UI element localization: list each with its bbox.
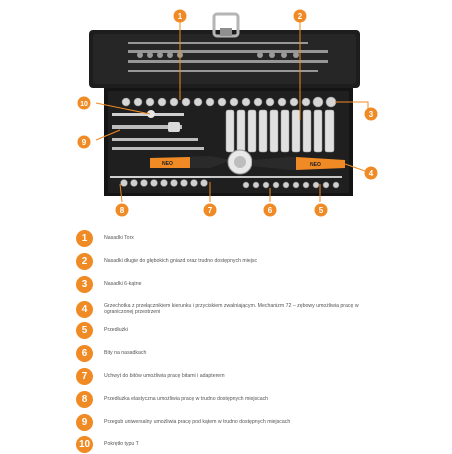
- legend-text: Nasadki Torx: [104, 234, 134, 241]
- callout-10-label: 10: [80, 101, 88, 108]
- callout-6: [263, 203, 277, 217]
- legend: 1 Nasadki Torx 2 Nasadki długie do głębo…: [0, 228, 452, 454]
- callout-9: [77, 135, 91, 149]
- legend-item-9: 9 Przegub uniwersalny umożliwia pracę po…: [76, 412, 446, 432]
- callout-7-label: 7: [208, 206, 213, 215]
- legend-item-1: 1 Nasadki Torx: [76, 228, 446, 248]
- legend-item-2: 2 Nasadki długie do głębokich gniazd ora…: [76, 251, 446, 271]
- callout-7: [203, 203, 217, 217]
- legend-item-10: 10 Pokrętło typu T: [76, 434, 446, 454]
- legend-text: Przedłużka elastyczna umożliwia pracę w …: [104, 395, 269, 402]
- callout-lines: [95, 22, 369, 203]
- callout-5-label: 5: [319, 206, 324, 215]
- legend-number: 5: [76, 321, 93, 339]
- callout-6-label: 6: [268, 206, 273, 215]
- legend-text: Nasadki 6-kątne: [104, 280, 142, 287]
- callout-3: [364, 107, 378, 121]
- legend-text: Uchwyt do bitów umożliwia pracę bitami i…: [104, 372, 225, 379]
- product-image: NEO NEO 1 2 3: [77, 9, 378, 217]
- legend-number: 7: [76, 367, 93, 385]
- legend-number: 8: [76, 390, 93, 408]
- legend-text: Bity na nasadkach: [104, 349, 147, 356]
- legend-number: 10: [76, 435, 93, 453]
- legend-text: Grzechotka z przełącznikiem kierunku i p…: [104, 302, 359, 315]
- callout-1: [173, 9, 187, 23]
- legend-text: Przegub uniwersalny umożliwia pracę pod …: [104, 418, 291, 425]
- ratchet: [150, 149, 345, 175]
- callout-4: [364, 166, 378, 180]
- callout-8-label: 8: [120, 206, 125, 215]
- callout-2: [293, 9, 307, 23]
- legend-item-7: 7 Uchwyt do bitów umożliwia pracę bitami…: [76, 366, 446, 386]
- legend-item-5: 5 Przedłużki: [76, 320, 446, 340]
- callout-10: [77, 96, 91, 110]
- callout-4-label: 4: [369, 169, 374, 178]
- legend-number: 9: [76, 413, 93, 431]
- legend-text: Nasadki długie do głębokich gniazd oraz …: [104, 257, 258, 264]
- legend-text: Przedłużki: [104, 326, 128, 333]
- callout-5: [314, 203, 328, 217]
- handle-mark-left: NEO: [162, 161, 173, 167]
- legend-number: 3: [76, 275, 93, 293]
- legend-text: Pokrętło typu T: [104, 440, 139, 447]
- case-tray: NEO NEO: [104, 88, 353, 196]
- legend-item-4: 4 Grzechotka z przełącznikiem kierunku i…: [76, 299, 446, 319]
- callout-3-label: 3: [369, 110, 374, 119]
- legend-number: 6: [76, 344, 93, 362]
- callout-8: [115, 203, 129, 217]
- case-lid: [89, 12, 360, 88]
- legend-item-8: 8 Przedłużka elastyczna umożliwia pracę …: [76, 389, 446, 409]
- callout-1-label: 1: [178, 12, 183, 21]
- callout-2-label: 2: [298, 12, 303, 21]
- legend-number: 1: [76, 229, 93, 247]
- callout-badges: 1 2 3 4 5 6 7 8 9 10: [77, 9, 378, 217]
- callout-9-label: 9: [82, 138, 87, 147]
- legend-item-3: 3 Nasadki 6-kątne: [76, 274, 446, 294]
- legend-number: 4: [76, 300, 93, 318]
- legend-item-6: 6 Bity na nasadkach: [76, 343, 446, 363]
- legend-number: 2: [76, 252, 93, 270]
- handle-mark-right: NEO: [310, 162, 321, 168]
